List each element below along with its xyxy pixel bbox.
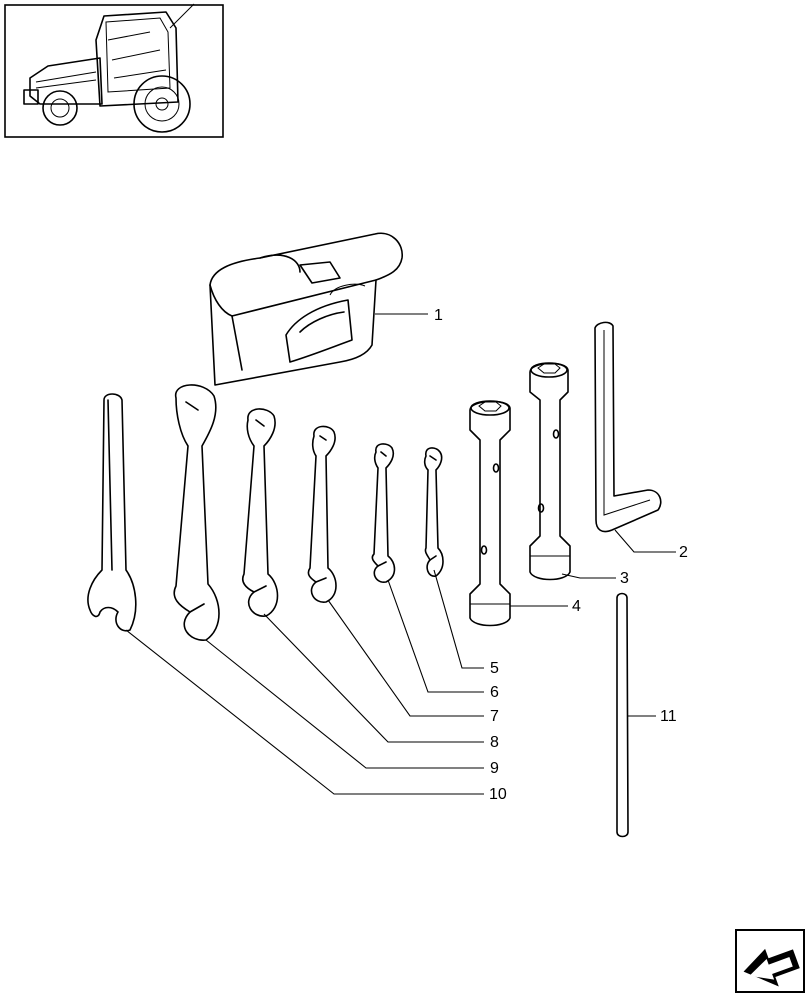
wrench-10 [87, 393, 137, 632]
box-spanner-large [469, 400, 511, 627]
callout-2: 2 [679, 544, 688, 561]
tractor-icon [23, 3, 195, 133]
callout-11: 11 [660, 708, 677, 725]
hex-key [594, 321, 662, 533]
tool-bag [209, 232, 403, 386]
box-spanner-small [529, 362, 571, 581]
wrench-6 [371, 443, 396, 583]
callout-8: 8 [490, 734, 499, 751]
next-page-button[interactable] [735, 929, 805, 996]
callout-4: 4 [572, 598, 581, 615]
callout-7: 7 [490, 708, 499, 725]
wrench-5 [423, 447, 444, 577]
wrench-7 [307, 425, 337, 603]
wrench-8 [241, 408, 279, 617]
callout-1: 1 [434, 307, 443, 324]
wrench-9 [173, 384, 220, 641]
callout-3: 3 [620, 570, 629, 587]
callout-6: 6 [490, 684, 499, 701]
rod [616, 592, 629, 838]
callout-9: 9 [490, 760, 499, 777]
callout-10: 10 [489, 786, 507, 803]
leader-lines [125, 313, 676, 795]
callout-5: 5 [490, 660, 499, 677]
tractor-thumbnail [4, 3, 224, 138]
callout-labels: 1 2 3 4 5 6 7 8 9 10 11 [434, 307, 688, 803]
next-page-arrow-icon [743, 948, 800, 987]
